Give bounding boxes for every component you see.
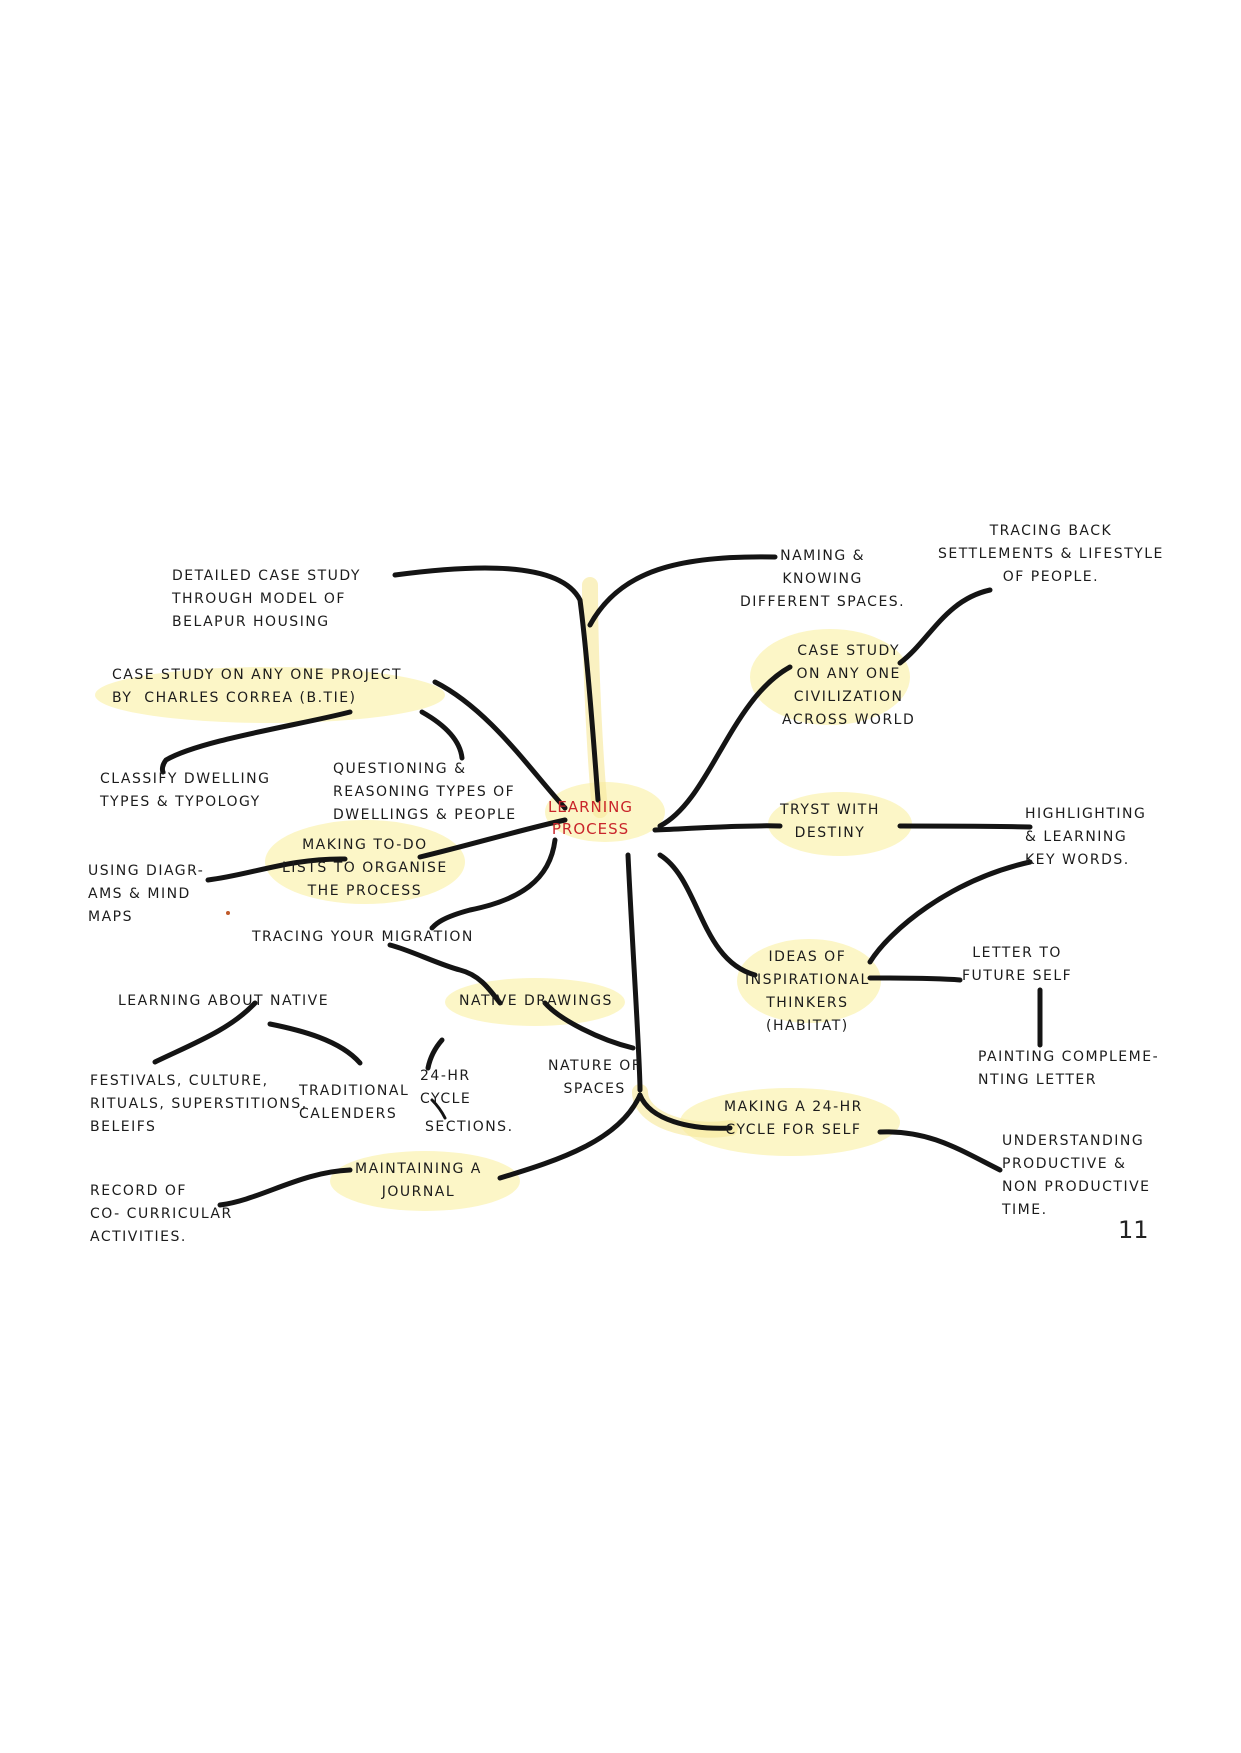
node-making-24hr-cycle: MAKING A 24-HR CYCLE FOR SELF [724,1099,863,1138]
node-painting-letter: PAINTING COMPLEME- NTING LETTER [978,1049,1160,1088]
node-festivals-culture: FESTIVALS, CULTURE, RITUALS, SUPERSTITIO… [90,1073,308,1135]
node-learning-about-native: LEARNING ABOUT NATIVE [118,993,330,1009]
node-understanding-productive-time: UNDERSTANDING PRODUCTIVE & NON PRODUCTIV… [1002,1133,1151,1218]
page-number: 11 [1118,1216,1149,1244]
node-todo-lists: MAKING TO-DO LISTS TO ORGANISE THE PROCE… [282,837,448,899]
node-24hr-cycle: 24-HR CYCLE [420,1068,472,1107]
node-sections: SECTIONS. [425,1119,514,1135]
ink-dot [226,911,230,915]
node-nature-of-spaces: NATURE OF SPACES [548,1058,642,1097]
node-tracing-migration: TRACING YOUR MIGRATION [252,929,474,945]
center-node-learning-process: LEARNING PROCESS [548,798,634,838]
node-classify-dwelling: CLASSIFY DWELLING TYPES & TYPOLOGY [100,771,271,810]
node-letter-future-self: LETTER TO FUTURE SELF [962,945,1073,984]
node-inspirational-thinkers: IDEAS OF INSPIRATIONAL THINKERS (HABITAT… [745,949,870,1034]
node-record-activities: RECORD OF CO- CURRICULAR ACTIVITIES. [90,1183,233,1245]
node-maintaining-journal: MAINTAINING A JOURNAL [355,1161,482,1200]
node-highlighting-key-words: HIGHLIGHTING & LEARNING KEY WORDS. [1025,806,1147,868]
node-belapur-case-study: DETAILED CASE STUDY THROUGH MODEL OF BEL… [172,568,361,630]
node-diagrams-mind-maps: USING DIAGR- AMS & MIND MAPS [88,863,205,925]
node-questioning-dwellings: QUESTIONING & REASONING TYPES OF DWELLIN… [333,761,517,823]
node-correa-case-study: CASE STUDY ON ANY ONE PROJECT BY CHARLES… [112,667,403,706]
node-tracing-back: TRACING BACK SETTLEMENTS & LIFESTYLE OF … [938,523,1164,585]
node-native-drawings: NATIVE DRAWINGS [459,993,613,1009]
node-naming-knowing: NAMING & KNOWING DIFFERENT SPACES. [740,548,906,610]
highlight-layer [95,577,912,1211]
branch-lines [152,554,1043,1208]
node-traditional-calenders: TRADITIONAL CALENDERS [299,1083,410,1122]
node-civilization-case-study: CASE STUDY ON ANY ONE CIVILIZATION ACROS… [782,643,916,728]
node-tryst-with-destiny: TRYST WITH DESTINY [780,802,880,841]
